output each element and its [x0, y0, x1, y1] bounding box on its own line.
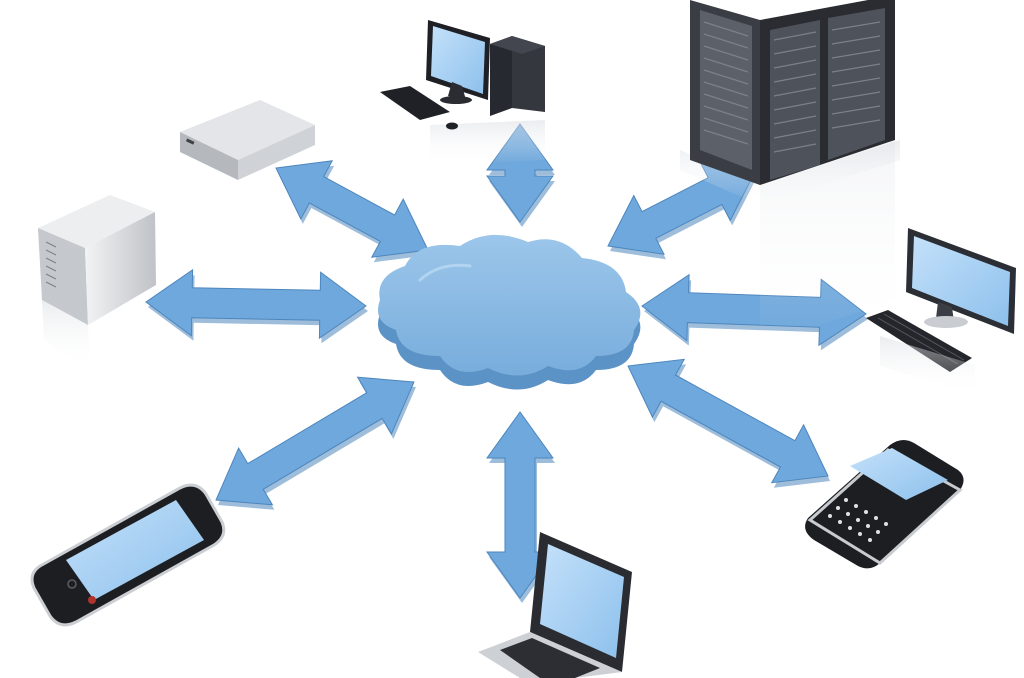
server-rack-icon [680, 0, 900, 345]
arrow-network-box [275, 160, 429, 258]
qwerty-phone-icon [805, 439, 964, 569]
arrow-smartphone [215, 376, 415, 506]
laptop-icon [478, 532, 632, 678]
arrow-blackberry-phone [627, 358, 829, 484]
cloud-icon [378, 234, 641, 390]
tower-server-icon [38, 195, 156, 370]
network-appliance-icon [180, 100, 315, 180]
arrow-tower-server [145, 268, 367, 340]
monitor-keyboard-icon [866, 228, 1016, 395]
arrow-monitor-right [641, 273, 867, 347]
smartphone-icon [30, 483, 226, 627]
arrow-laptop [486, 411, 554, 599]
desktop-computer-icon [380, 20, 545, 165]
connection-arrows [145, 123, 868, 603]
